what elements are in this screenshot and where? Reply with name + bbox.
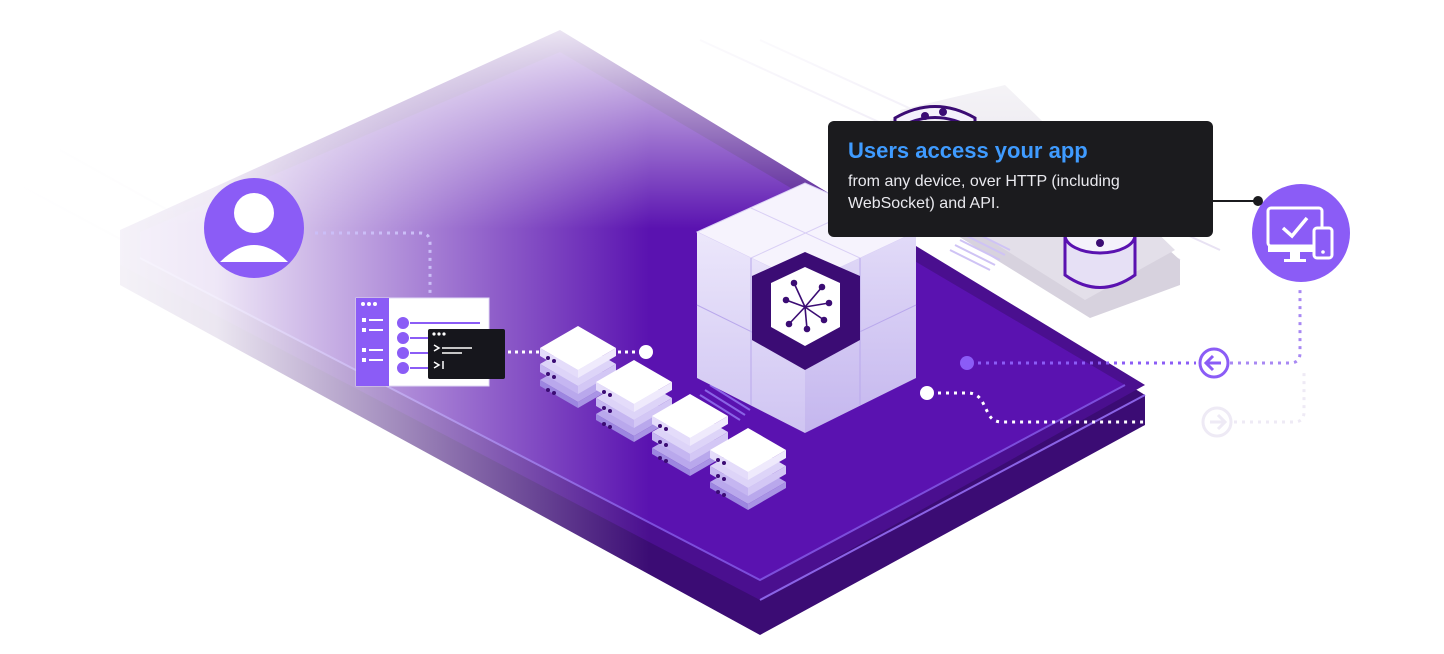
server-stack bbox=[540, 326, 616, 408]
device-connectors bbox=[920, 290, 1306, 424]
callout-pointer-dot bbox=[1253, 196, 1263, 206]
server-stack-group bbox=[540, 326, 786, 510]
app-hexagon-icon bbox=[782, 279, 833, 333]
arrow-right-circle-icon bbox=[1201, 406, 1233, 438]
callout-title: Users access your app bbox=[848, 138, 1088, 163]
server-stack bbox=[596, 360, 672, 442]
terminal-window-icon bbox=[428, 329, 505, 379]
back-storage-top bbox=[893, 105, 977, 133]
callout-body: from any device, over HTTP (including We… bbox=[848, 173, 1120, 212]
user-connector bbox=[315, 231, 432, 300]
desktop-and-mobile-icon bbox=[1252, 184, 1350, 282]
arrow-left-circle-icon bbox=[1198, 347, 1230, 379]
callout-tooltip: Users access your app from any device, o… bbox=[828, 121, 1213, 237]
server-connector-node bbox=[639, 345, 653, 359]
server-stack bbox=[710, 428, 786, 510]
user-avatar-icon bbox=[204, 178, 304, 278]
